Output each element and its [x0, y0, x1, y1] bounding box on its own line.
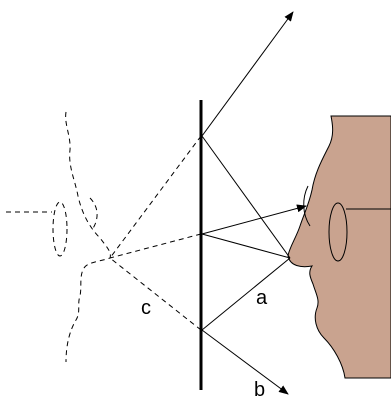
virtual-face-profile: [65, 111, 111, 363]
ray-nose-to-top: [201, 135, 291, 259]
ray-nose-to-middle: [201, 233, 291, 259]
virtual-ray-top: [109, 135, 202, 259]
virtual-glasses-lens: [52, 201, 68, 257]
ray-nose-to-bottom: [201, 257, 291, 331]
label-b: b: [254, 379, 265, 398]
reflected-ray-up: [201, 11, 294, 137]
virtual-eye-outline: [89, 197, 98, 231]
label-a: a: [256, 287, 268, 309]
glasses-lens: [328, 202, 348, 262]
virtual-ray-middle: [109, 233, 202, 259]
reflected-ray-down: [201, 329, 289, 395]
label-c: c: [141, 297, 151, 319]
virtual-ray-bottom: [109, 257, 202, 331]
face-profile: [287, 115, 391, 379]
reflected-ray-to-eye: [201, 204, 307, 235]
